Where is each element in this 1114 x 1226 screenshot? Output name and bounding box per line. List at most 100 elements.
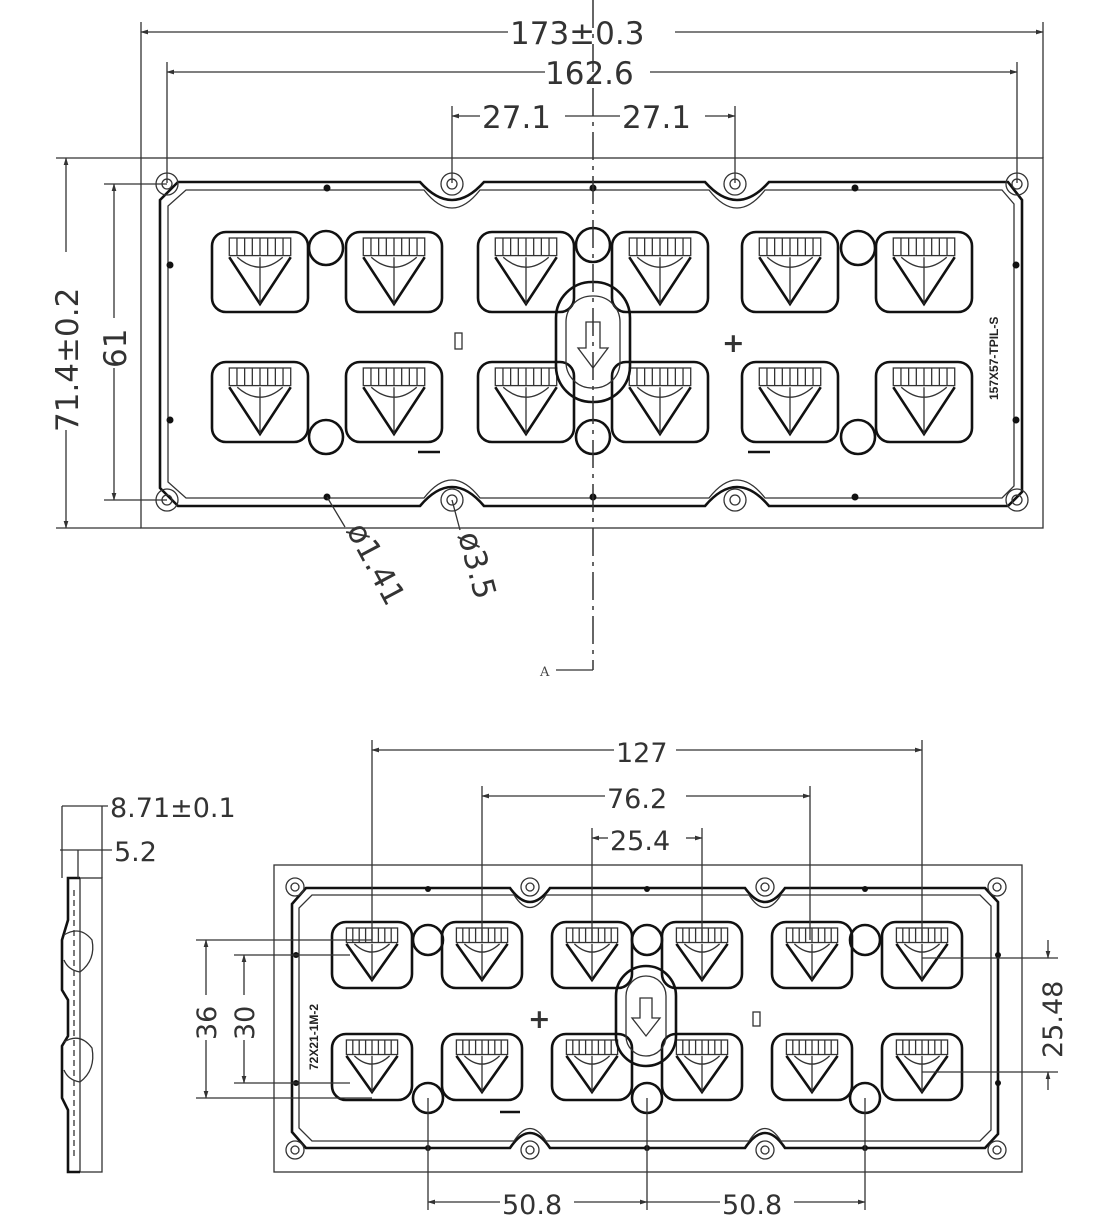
mounting-hole xyxy=(1005,488,1029,512)
pin-hole xyxy=(1012,416,1020,424)
lens-body xyxy=(770,1032,854,1102)
lens-body xyxy=(660,1032,744,1102)
bottom-center-pill xyxy=(614,964,678,1068)
top-lens-module xyxy=(740,230,840,314)
pin-hole xyxy=(1012,261,1020,269)
leader-line xyxy=(326,496,346,528)
lens-body xyxy=(610,230,710,314)
lens-facet xyxy=(636,256,684,304)
mounting-hole xyxy=(520,1140,540,1160)
pin-hole xyxy=(851,184,859,192)
section-mark-label: A xyxy=(539,665,550,680)
lens-facet xyxy=(636,386,684,434)
mounting-hole-inner xyxy=(992,1145,1002,1155)
lens-body xyxy=(344,230,444,314)
top-plate-outline xyxy=(140,157,1044,529)
lens-body xyxy=(210,360,310,444)
top-lens-module xyxy=(740,360,840,444)
lens-facet xyxy=(900,386,948,434)
mounting-hole xyxy=(285,877,305,897)
top-inner-contour xyxy=(158,180,1024,508)
lens-body xyxy=(550,1032,634,1102)
lens-facet xyxy=(793,1055,831,1092)
lens-body xyxy=(740,360,840,444)
top-minus-mark xyxy=(454,332,463,350)
mounting-hole xyxy=(987,1140,1007,1160)
mounting-hole-inner xyxy=(760,1145,770,1155)
pin-hole xyxy=(995,952,1001,958)
top-inner-contour-2 xyxy=(167,189,1015,499)
lens-body xyxy=(440,1032,524,1102)
lens-facet xyxy=(236,386,284,434)
bottom-plate-outline xyxy=(273,864,1023,1173)
pin-hole xyxy=(995,1080,1001,1086)
dim-overall-height: 71.4±0.2 xyxy=(50,288,86,432)
dim-small-hole-dia: ø1.41 xyxy=(339,517,412,612)
mounting-hole-inner xyxy=(760,882,770,892)
mounting-hole xyxy=(285,1140,305,1160)
dim-bottom-left: 50.8 xyxy=(502,1190,562,1221)
dim-overall-width: 173±0.3 xyxy=(510,16,644,52)
lens-facet xyxy=(573,1055,611,1092)
dim-row-spacing-inner: 30 xyxy=(230,1006,261,1040)
lens-body xyxy=(344,360,444,444)
mounting-hole-inner xyxy=(1011,494,1023,506)
bottom-view: 72X21-1M-2 + 127 76.2 25.4 36 30 xyxy=(192,738,1069,1221)
screw-boss xyxy=(411,923,445,957)
lens-facet xyxy=(903,943,941,980)
top-plus-mark: + xyxy=(722,328,745,359)
lens-facet xyxy=(573,943,611,980)
top-lens-module xyxy=(344,360,444,444)
top-lens-module xyxy=(476,360,576,444)
pin-hole xyxy=(851,493,859,501)
lens-facet xyxy=(766,256,814,304)
dim-lens-height: 5.2 xyxy=(114,837,157,868)
top-lens-module xyxy=(210,360,310,444)
bottom-lens-module xyxy=(330,1032,414,1102)
lens-body xyxy=(330,1032,414,1102)
screw-boss xyxy=(307,229,345,267)
side-lens-bottom xyxy=(63,1037,94,1083)
mounting-hole-inner xyxy=(446,494,458,506)
mounting-hole xyxy=(755,877,775,897)
top-part-number: 157X57-TPIL-S xyxy=(987,317,1001,400)
lens-facet xyxy=(900,256,948,304)
lens-facet xyxy=(463,1055,501,1092)
pin-hole xyxy=(166,261,174,269)
mounting-hole-inner xyxy=(290,882,300,892)
lens-facet xyxy=(463,943,501,980)
lens-facet xyxy=(353,1055,391,1092)
bottom-down-arrow-icon xyxy=(630,997,662,1038)
lens-body xyxy=(874,230,974,314)
bottom-lens-module xyxy=(770,920,854,990)
side-view: 8.71±0.1 5.2 xyxy=(60,793,236,1174)
lens-facet xyxy=(766,386,814,434)
mounting-hole-inner xyxy=(992,882,1002,892)
top-lens-module xyxy=(610,360,710,444)
mounting-hole-inner xyxy=(290,1145,300,1155)
top-lens-module xyxy=(874,360,974,444)
dim-inner-span: 25.4 xyxy=(610,826,670,857)
lens-body xyxy=(610,360,710,444)
screw-boss xyxy=(839,229,877,267)
screw-boss xyxy=(307,418,345,456)
mounting-hole xyxy=(755,1140,775,1160)
screw-boss xyxy=(839,418,877,456)
top-lens-module xyxy=(476,230,576,314)
lens-facet xyxy=(353,943,391,980)
lens-body xyxy=(740,230,840,314)
side-lens-top xyxy=(63,930,94,973)
lens-facet xyxy=(370,256,418,304)
dim-lens-row-pitch: 25.48 xyxy=(1038,981,1069,1058)
lens-facet xyxy=(502,256,550,304)
lens-facet xyxy=(793,943,831,980)
mounting-hole xyxy=(987,877,1007,897)
bottom-part-number: 72X21-1M-2 xyxy=(307,1004,321,1070)
side-base-plate xyxy=(79,877,103,1173)
mounting-hole-inner xyxy=(525,882,535,892)
dim-hole-height: 61 xyxy=(98,329,134,368)
side-profile xyxy=(60,876,80,1174)
top-lens-module xyxy=(610,230,710,314)
bottom-minus-mark xyxy=(752,1011,761,1027)
